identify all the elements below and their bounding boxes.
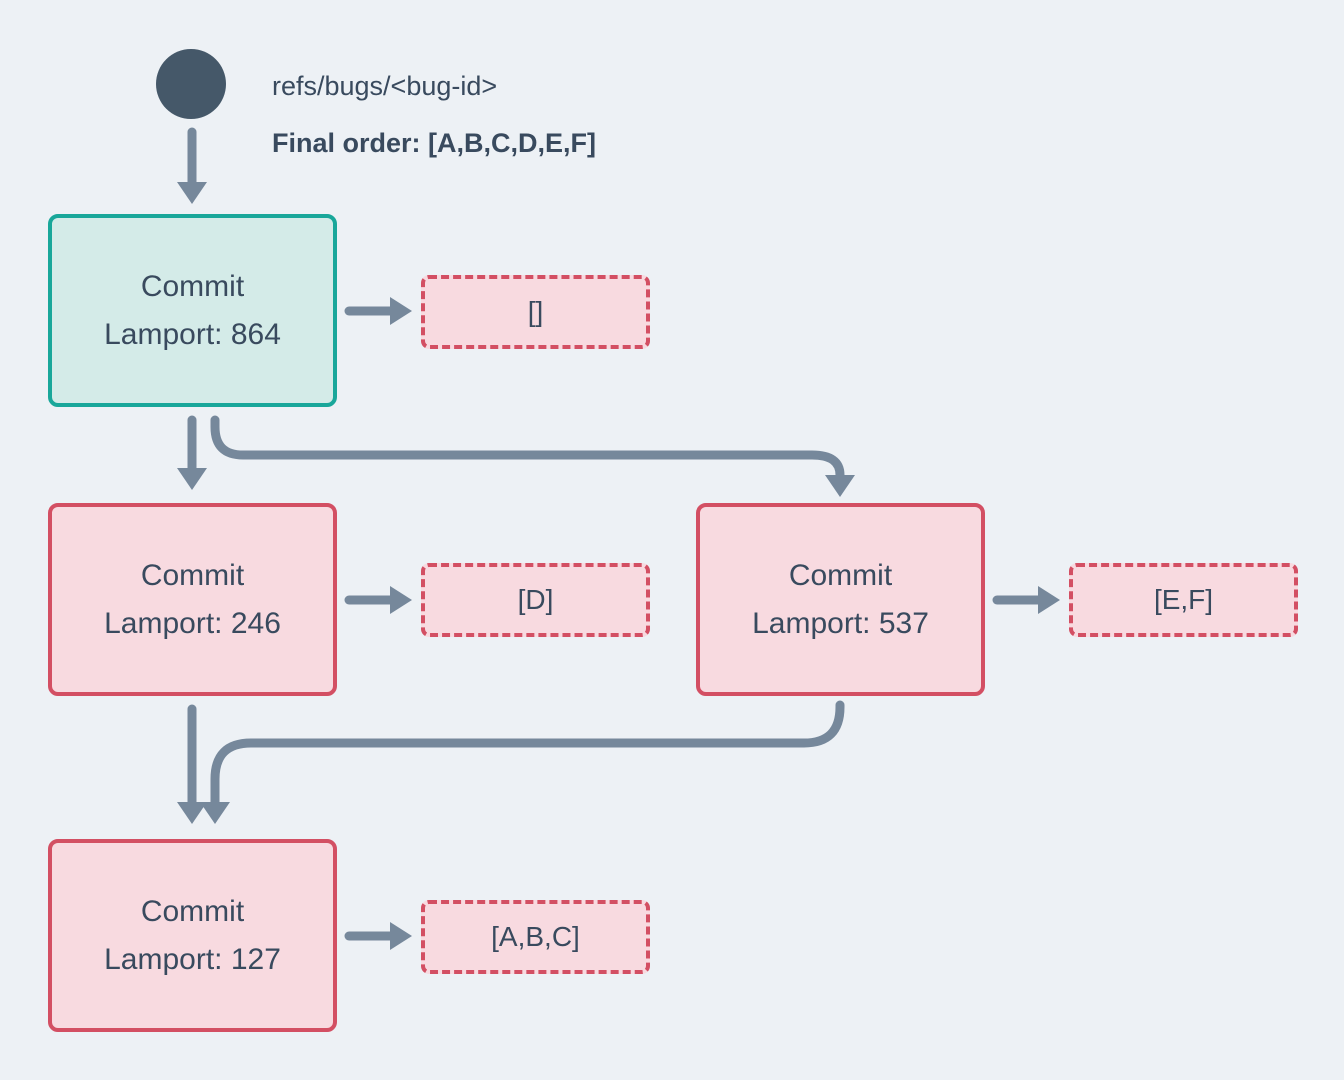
result-box-127: [A,B,C] [421,900,650,974]
commit-node-246: Commit Lamport: 246 [48,503,337,696]
commit-node-537: Commit Lamport: 537 [696,503,985,696]
edge-864-to-result [344,297,412,325]
edge-246-to-127 [177,704,207,824]
result-value: [E,F] [1153,584,1214,615]
ref-node-circle [156,49,226,119]
edge-127-to-result [344,922,412,950]
result-box-246: [D] [421,563,650,637]
edge-864-to-537 [210,415,855,497]
commit-node-127: Commit Lamport: 127 [48,839,337,1032]
final-order-label: Final order: [A,B,C,D,E,F] [272,128,596,158]
result-value: [D] [517,584,554,615]
commit-title: Commit [140,269,245,303]
edge-537-to-127 [200,700,845,824]
commit-lamport: Lamport: 537 [752,606,929,640]
result-box-537: [E,F] [1069,563,1298,637]
ref-label: refs/bugs/<bug-id> [272,71,498,101]
edge-864-to-246 [177,415,207,490]
result-value: [] [527,296,544,327]
commit-lamport: Lamport: 127 [104,942,281,976]
commit-title: Commit [140,558,245,592]
commit-node-864: Commit Lamport: 864 [48,214,337,407]
result-box-864: [] [421,275,650,349]
result-value: [A,B,C] [491,921,580,952]
commit-lamport: Lamport: 864 [104,317,281,351]
edge-ref-to-864 [177,127,207,204]
commit-title: Commit [788,558,893,592]
commit-title: Commit [140,894,245,928]
edge-537-to-result [992,586,1060,614]
commit-lamport: Lamport: 246 [104,606,281,640]
edge-246-to-result [344,586,412,614]
